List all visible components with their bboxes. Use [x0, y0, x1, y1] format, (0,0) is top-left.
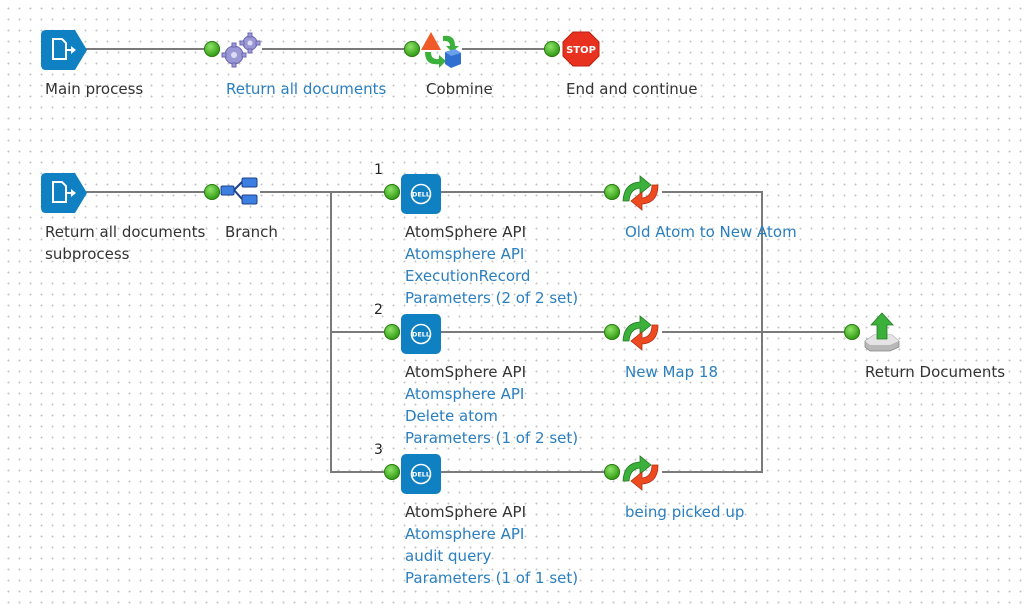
- entry-point-icon: [844, 324, 860, 340]
- merge-line: [761, 191, 763, 473]
- connector-title: AtomSphere API: [405, 363, 527, 381]
- step-label-combine: Cobmine: [426, 80, 493, 98]
- entry-point-icon: [204, 41, 220, 57]
- entry-point-icon: [604, 464, 620, 480]
- connector-title: AtomSphere API: [405, 503, 527, 521]
- start-shape-icon[interactable]: [41, 173, 87, 213]
- map-label[interactable]: Old Atom to New Atom: [625, 223, 797, 241]
- branch-number: 1: [374, 162, 383, 178]
- return-documents-label: Return Documents: [865, 363, 1006, 381]
- connector-line: [662, 191, 763, 193]
- map-icon[interactable]: [620, 453, 662, 493]
- dell-connector-icon[interactable]: DELL: [401, 174, 441, 214]
- connector-line: [84, 48, 204, 50]
- connector-line: [462, 48, 544, 50]
- parameters-link[interactable]: Parameters (2 of 2 set): [405, 289, 579, 307]
- map-label[interactable]: being picked up: [625, 503, 745, 521]
- subprocess-start-label-line1: Return all documents: [45, 223, 206, 241]
- connector-line: [441, 471, 604, 473]
- entry-point-icon: [404, 41, 420, 57]
- connector-line: [262, 48, 404, 50]
- operation-link[interactable]: audit query: [405, 547, 492, 565]
- dell-connector-icon[interactable]: DELL: [401, 454, 441, 494]
- start-label: Main process: [45, 80, 144, 98]
- return-documents-icon[interactable]: [862, 311, 902, 353]
- gears-icon[interactable]: [220, 31, 262, 69]
- dell-connector-icon[interactable]: DELL: [401, 314, 441, 354]
- branch-number: 2: [374, 302, 383, 318]
- connector-line: [441, 191, 604, 193]
- subprocess-start-label-line2: subprocess: [45, 245, 130, 263]
- connector-link[interactable]: Atomsphere API: [405, 385, 525, 403]
- map-label[interactable]: New Map 18: [625, 363, 718, 381]
- connector-line: [662, 331, 844, 333]
- parameters-link[interactable]: Parameters (1 of 2 set): [405, 429, 579, 447]
- svg-text:DELL: DELL: [412, 331, 430, 339]
- entry-point-icon: [604, 184, 620, 200]
- connector-line: [330, 471, 384, 473]
- svg-text:STOP: STOP: [566, 45, 596, 56]
- connector-line: [84, 191, 204, 193]
- entry-point-icon: [384, 184, 400, 200]
- connector-line: [441, 331, 604, 333]
- map-icon[interactable]: [620, 173, 662, 213]
- connector-link[interactable]: Atomsphere API: [405, 245, 525, 263]
- branch-number: 3: [374, 442, 383, 458]
- start-shape-icon[interactable]: [41, 30, 87, 70]
- operation-link[interactable]: ExecutionRecord: [405, 267, 531, 285]
- entry-point-icon: [384, 464, 400, 480]
- branch-label: Branch: [225, 223, 278, 241]
- entry-point-icon: [204, 184, 220, 200]
- step-label-return-all-documents[interactable]: Return all documents: [226, 80, 387, 98]
- step-label-end-and-continue: End and continue: [566, 80, 698, 98]
- entry-point-icon: [544, 41, 560, 57]
- connector-line: [330, 331, 384, 333]
- combine-icon[interactable]: [419, 30, 463, 70]
- entry-point-icon: [384, 324, 400, 340]
- svg-text:DELL: DELL: [412, 471, 430, 479]
- connector-link[interactable]: Atomsphere API: [405, 525, 525, 543]
- entry-point-icon: [604, 324, 620, 340]
- parameters-link[interactable]: Parameters (1 of 1 set): [405, 569, 579, 587]
- connector-line: [260, 191, 384, 193]
- connector-line: [662, 471, 763, 473]
- connector-title: AtomSphere API: [405, 223, 527, 241]
- svg-text:DELL: DELL: [412, 191, 430, 199]
- branch-icon[interactable]: [220, 177, 260, 207]
- stop-icon[interactable]: STOP: [562, 31, 600, 67]
- operation-link[interactable]: Delete atom: [405, 407, 498, 425]
- map-icon[interactable]: [620, 313, 662, 353]
